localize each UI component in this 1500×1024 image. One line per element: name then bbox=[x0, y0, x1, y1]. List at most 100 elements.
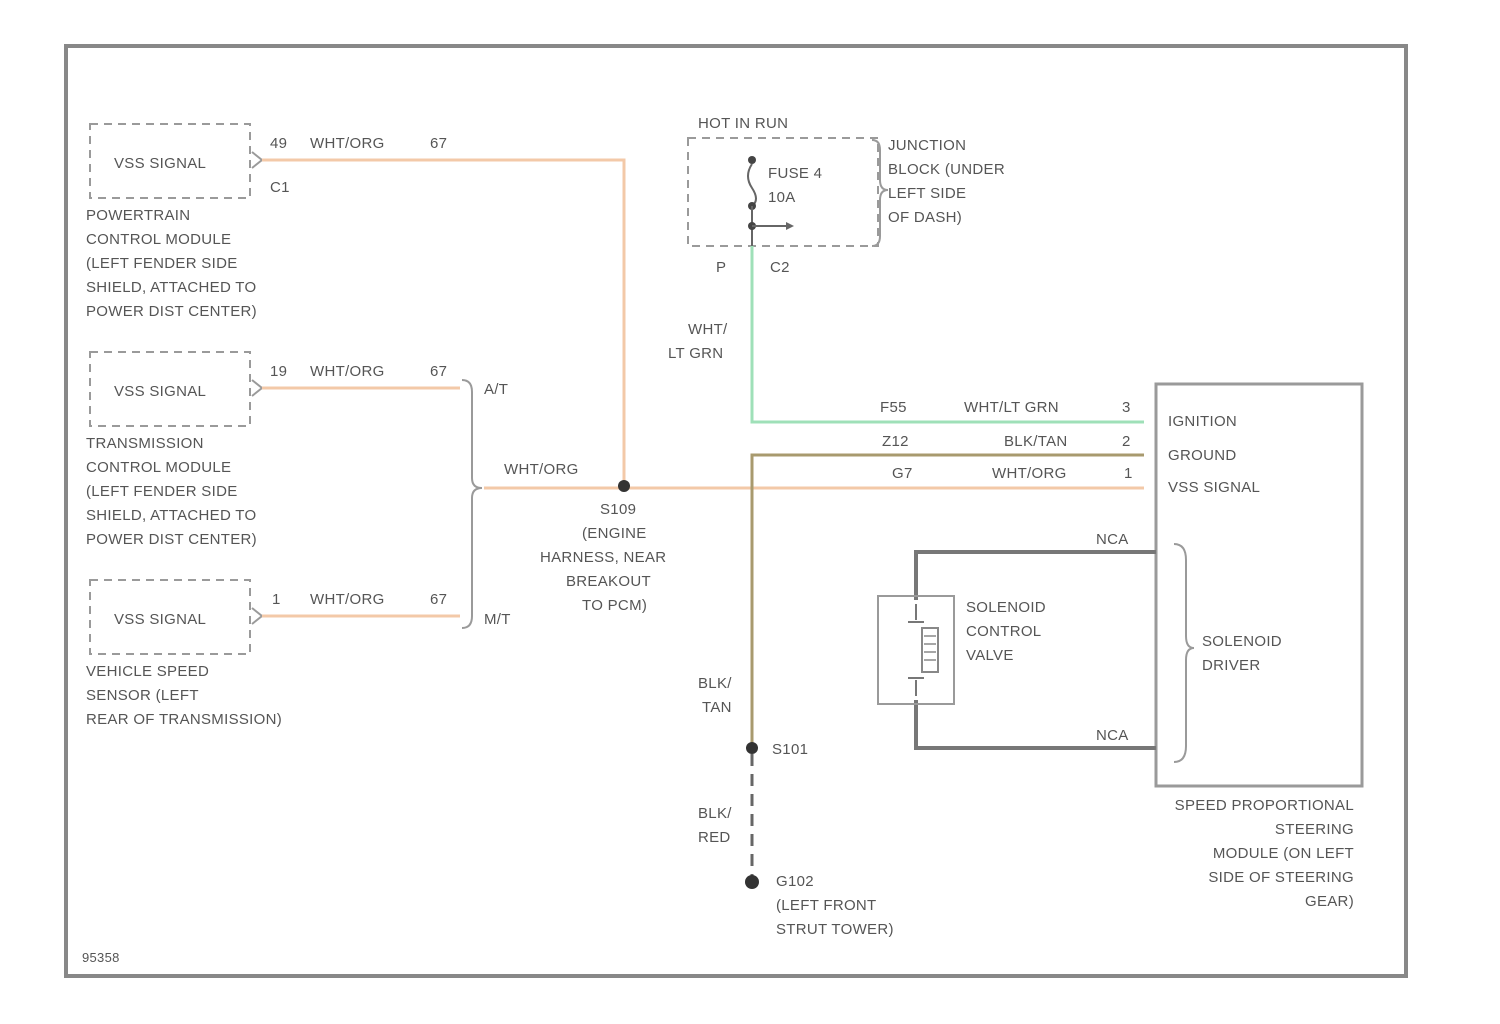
vss-circuit-id: G7 bbox=[892, 465, 913, 482]
vss-wire-color: WHT/ORG bbox=[992, 465, 1067, 482]
vss-pin-number: 1 bbox=[272, 591, 281, 608]
pcm-vss-wire bbox=[262, 160, 624, 486]
vss-caption-line: VEHICLE SPEED bbox=[86, 663, 209, 680]
vss-circuit-number: 67 bbox=[430, 591, 447, 608]
tcm-caption-line: CONTROL MODULE bbox=[86, 459, 231, 476]
solenoid-valve-label-line3: VALVE bbox=[966, 647, 1014, 664]
figure-code: 95358 bbox=[82, 950, 120, 965]
solenoid-valve-label-line1: SOLENOID bbox=[966, 599, 1046, 616]
tcm-caption-line: (LEFT FENDER SIDE bbox=[86, 483, 238, 500]
solenoid-wire-bottom-label: NCA bbox=[1096, 727, 1129, 744]
splice-caption-line: (ENGINE bbox=[582, 525, 647, 542]
ignition-wire-color: WHT/LT GRN bbox=[964, 399, 1059, 416]
pcm-caption-line: (LEFT FENDER SIDE bbox=[86, 255, 238, 272]
splice-caption-line: BREAKOUT bbox=[566, 573, 651, 590]
ignition-input-label: IGNITION bbox=[1168, 413, 1237, 430]
pcm-caption-line: POWER DIST CENTER) bbox=[86, 303, 257, 320]
pcm-wire-color: WHT/ORG bbox=[310, 135, 385, 152]
solenoid-wire-top bbox=[916, 552, 1156, 600]
junction-block-caption: JUNCTION BLOCK (UNDER LEFT SIDE OF DASH) bbox=[888, 137, 1005, 226]
ground-pin: 2 bbox=[1122, 433, 1131, 450]
sps-caption-line: SPEED PROPORTIONAL bbox=[1175, 797, 1354, 814]
ground-caption-line1: (LEFT FRONT bbox=[776, 897, 877, 914]
fuse-block-pin: P bbox=[716, 259, 726, 276]
ground-wire-lower-line2: RED bbox=[698, 829, 731, 846]
ground-wire-upper-line1: BLK/ bbox=[698, 675, 732, 692]
solenoid-driver-label-line1: SOLENOID bbox=[1202, 633, 1282, 650]
option-brace bbox=[462, 380, 482, 628]
ignition-feed-wire bbox=[752, 246, 1144, 422]
vss-caption-line: REAR OF TRANSMISSION) bbox=[86, 711, 282, 728]
pcm-circuit-number: 67 bbox=[430, 135, 447, 152]
ground-input-label: GROUND bbox=[1168, 447, 1236, 464]
hot-in-run-label: HOT IN RUN bbox=[698, 115, 788, 132]
splice-id: S109 bbox=[600, 501, 636, 518]
ignition-circuit-id: F55 bbox=[880, 399, 907, 416]
fuse-rating: 10A bbox=[768, 189, 796, 206]
ground-splice-id: S101 bbox=[772, 741, 808, 758]
fuse-name: FUSE 4 bbox=[768, 165, 822, 182]
ground-wire-lower-line1: BLK/ bbox=[698, 805, 732, 822]
pcm-pin-number: 49 bbox=[270, 135, 287, 152]
vss-pin: 1 bbox=[1124, 465, 1133, 482]
sps-caption-line: STEERING bbox=[1275, 821, 1354, 838]
solenoid-driver-label-line2: DRIVER bbox=[1202, 657, 1260, 674]
sps-caption-line: MODULE (ON LEFT bbox=[1213, 845, 1354, 862]
ground-circuit-id: Z12 bbox=[882, 433, 909, 450]
tcm-connector-symbol bbox=[252, 380, 262, 396]
ignition-wire-color-line1: WHT/ bbox=[688, 321, 728, 338]
tcm-pin-number: 19 bbox=[270, 363, 287, 380]
vss-option-label: M/T bbox=[484, 611, 511, 628]
ground-id: G102 bbox=[776, 873, 814, 890]
fuse-terminal-top bbox=[748, 156, 756, 164]
ground-wire-color: BLK/TAN bbox=[1004, 433, 1068, 450]
pcm-connector-id: C1 bbox=[270, 179, 290, 196]
tcm-caption-line: TRANSMISSION bbox=[86, 435, 204, 452]
junction-caption-line: LEFT SIDE bbox=[888, 185, 966, 202]
sps-module-caption: SPEED PROPORTIONAL STEERING MODULE (ON L… bbox=[1175, 797, 1354, 910]
junction-block-brace bbox=[872, 140, 888, 246]
sps-caption-line: GEAR) bbox=[1305, 893, 1354, 910]
pcm-caption: POWERTRAIN CONTROL MODULE (LEFT FENDER S… bbox=[86, 207, 257, 320]
splice-caption-line: TO PCM) bbox=[582, 597, 647, 614]
vss-signal-label: VSS SIGNAL bbox=[114, 611, 206, 628]
vss-input-label: VSS SIGNAL bbox=[1168, 479, 1260, 496]
solenoid-wire-top-label: NCA bbox=[1096, 531, 1129, 548]
pcm-vss-signal-label: VSS SIGNAL bbox=[114, 155, 206, 172]
s101-splice-dot bbox=[746, 742, 758, 754]
fuse-branch-arrow-icon bbox=[786, 222, 794, 230]
ground-caption-line2: STRUT TOWER) bbox=[776, 921, 894, 938]
splice-caption-line: HARNESS, NEAR bbox=[540, 549, 666, 566]
solenoid-valve-label-line2: CONTROL bbox=[966, 623, 1041, 640]
vss-caption-line: SENSOR (LEFT bbox=[86, 687, 199, 704]
sps-input-labels: F55 WHT/LT GRN 3 Z12 BLK/TAN 2 G7 WHT/OR… bbox=[880, 399, 1133, 482]
tcm-option-label: A/T bbox=[484, 381, 508, 398]
splice-s109-caption: S109 (ENGINE HARNESS, NEAR BREAKOUT TO P… bbox=[540, 501, 666, 614]
ground-wire-upper-line2: TAN bbox=[702, 699, 732, 716]
fuse-symbol bbox=[748, 164, 756, 206]
fuse-block-connector: C2 bbox=[770, 259, 790, 276]
s109-splice-dot bbox=[618, 480, 630, 492]
wht-org-wires bbox=[262, 160, 1144, 616]
ignition-wire-color-line2: LT GRN bbox=[668, 345, 723, 362]
junction-caption-line: JUNCTION bbox=[888, 137, 966, 154]
solenoid-coil-windings bbox=[924, 636, 936, 660]
sps-caption-line: SIDE OF STEERING bbox=[1208, 869, 1354, 886]
pcm-caption-line: POWERTRAIN bbox=[86, 207, 190, 224]
tcm-wire-color: WHT/ORG bbox=[310, 363, 385, 380]
pcm-caption-line: SHIELD, ATTACHED TO bbox=[86, 279, 256, 296]
diagram-frame bbox=[66, 46, 1406, 976]
pcm-connector-symbol bbox=[252, 152, 262, 168]
ground-point-icon bbox=[745, 875, 759, 889]
vss-caption: VEHICLE SPEED SENSOR (LEFT REAR OF TRANS… bbox=[86, 663, 282, 728]
tcm-caption-line: POWER DIST CENTER) bbox=[86, 531, 257, 548]
solenoid-coil-icon bbox=[922, 628, 938, 672]
pcm-caption-line: CONTROL MODULE bbox=[86, 231, 231, 248]
vss-wire-color: WHT/ORG bbox=[310, 591, 385, 608]
splice-wire-color: WHT/ORG bbox=[504, 461, 579, 478]
vss-connector-symbol bbox=[252, 608, 262, 624]
tcm-caption: TRANSMISSION CONTROL MODULE (LEFT FENDER… bbox=[86, 435, 257, 548]
junction-caption-line: OF DASH) bbox=[888, 209, 962, 226]
ignition-pin: 3 bbox=[1122, 399, 1131, 416]
